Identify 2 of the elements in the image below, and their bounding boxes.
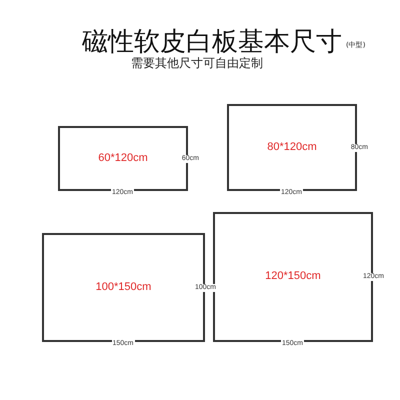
subtitle: 需要其他尺寸可自由定制 xyxy=(131,55,263,72)
title: 磁性软皮白板基本尺寸 xyxy=(82,26,342,57)
